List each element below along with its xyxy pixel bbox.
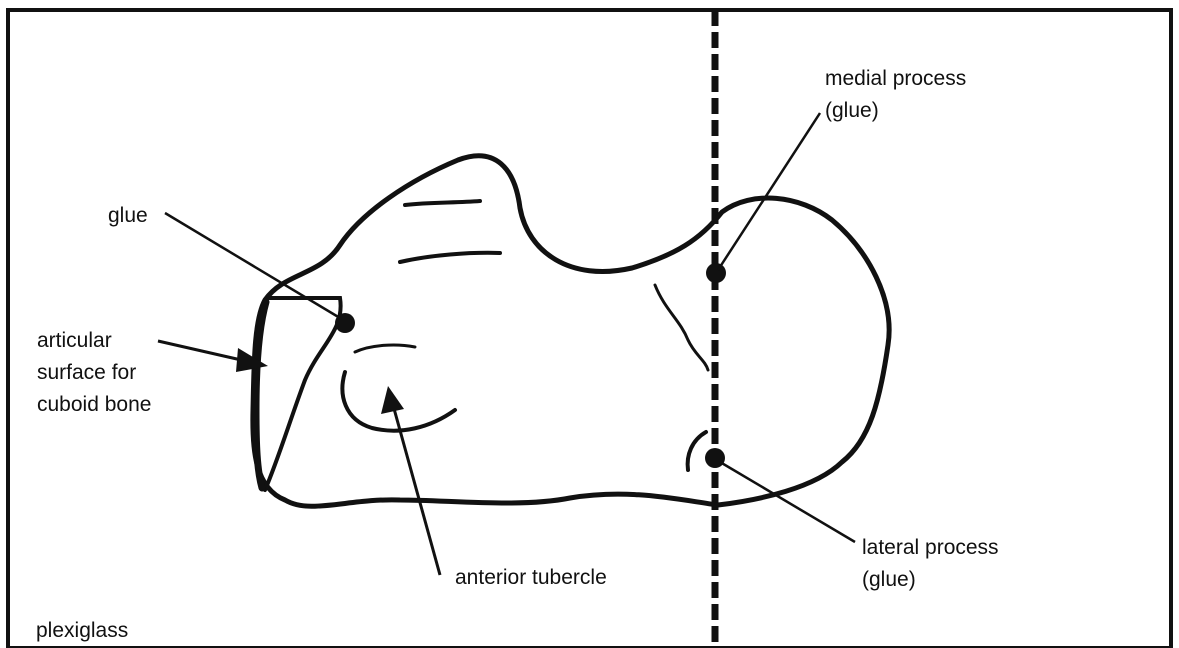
glue-label: glue xyxy=(108,204,148,227)
articular-arrow-line xyxy=(158,341,250,362)
articular-arrow-head xyxy=(236,348,268,372)
articular-label-line3: cuboid bone xyxy=(37,393,151,416)
medial-glue-dot xyxy=(706,263,726,283)
articular-label-line2: surface for xyxy=(37,361,136,384)
lateral-glue-dot xyxy=(705,448,725,468)
tubercle-arrow-head xyxy=(381,386,404,414)
tubercle-arrow-line xyxy=(393,405,440,575)
medial-process-label-line1: medial process xyxy=(825,67,966,90)
articular-facet-edge xyxy=(256,302,266,488)
medial-leader-line xyxy=(718,113,820,270)
lateral-process-label-line1: lateral process xyxy=(862,536,999,559)
medial-process-label-line2: (glue) xyxy=(825,99,879,122)
articular-surface-curve xyxy=(265,298,341,490)
anterior-tubercle-label: anterior tubercle xyxy=(455,566,607,589)
lateral-process-label-line2: (glue) xyxy=(862,568,916,591)
plexiglass-label: plexiglass xyxy=(36,619,128,642)
texture-stroke xyxy=(400,253,500,262)
articular-label-line1: articular xyxy=(37,329,112,352)
texture-stroke xyxy=(355,345,415,352)
texture-stroke xyxy=(405,201,480,205)
hook-stroke xyxy=(688,432,706,470)
ridge-stroke xyxy=(655,285,708,370)
